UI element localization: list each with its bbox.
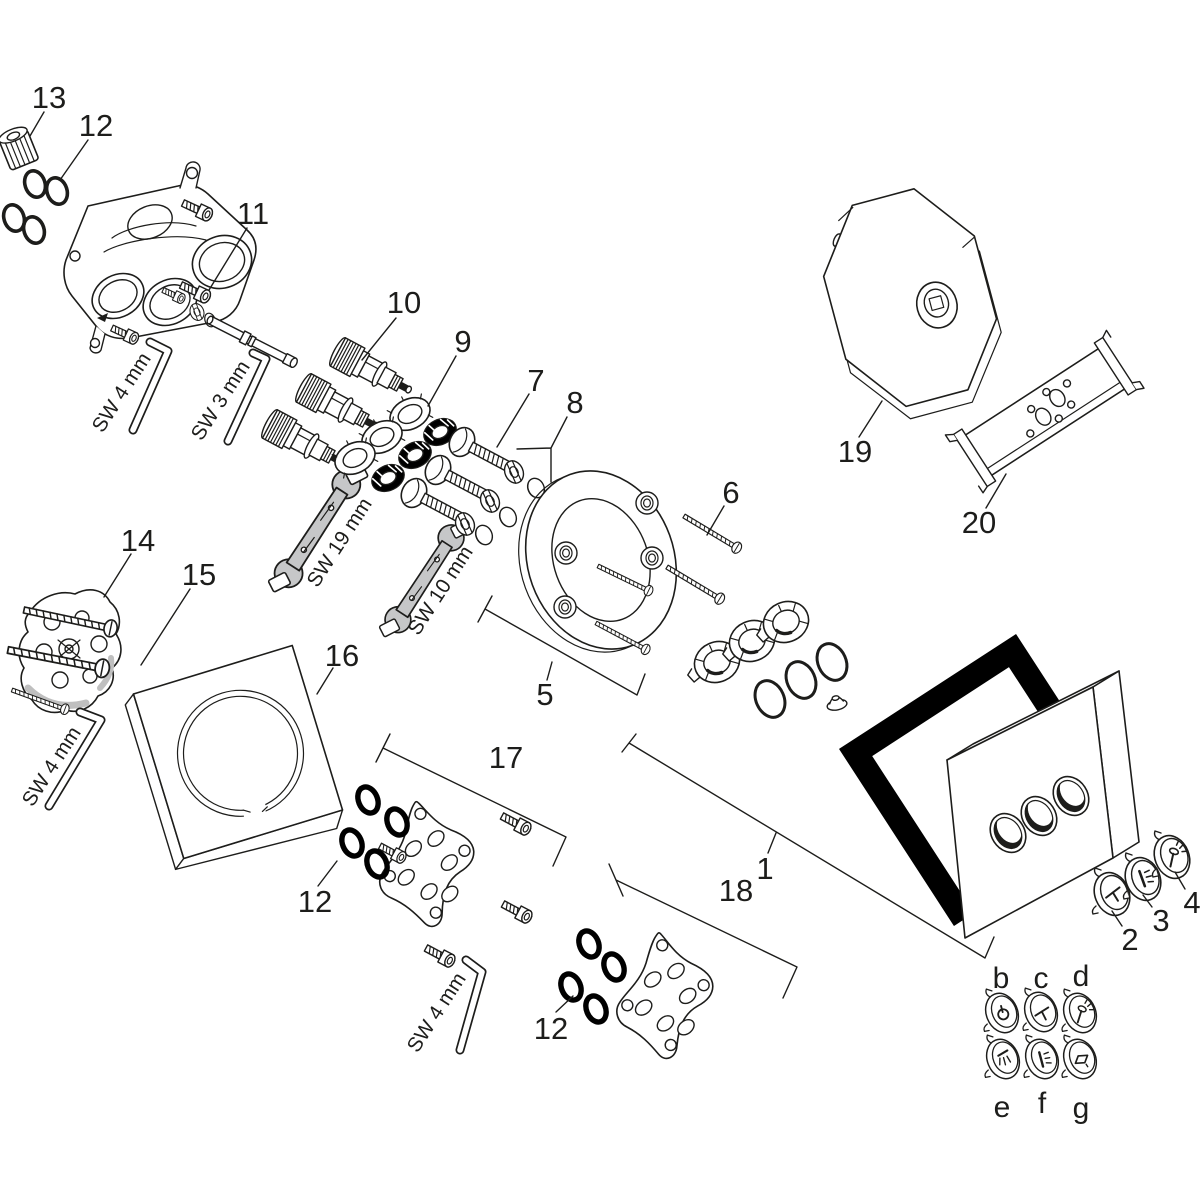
- part-16-grid-plate: [124, 644, 344, 871]
- variant-label-b: b: [993, 962, 1010, 995]
- variant-button-d: [1057, 987, 1103, 1039]
- variant-letters: b c d e f g: [993, 960, 1090, 1125]
- callout-7: 7: [527, 363, 544, 398]
- callout-6: 6: [722, 475, 739, 510]
- part-4-button: [1147, 829, 1197, 885]
- callout-13: 13: [32, 80, 66, 115]
- variant-button-f: [1019, 1033, 1065, 1085]
- variant-label-e: e: [994, 1091, 1011, 1124]
- seal-orings-right: [747, 637, 897, 740]
- callout-2: 2: [1121, 922, 1138, 957]
- callout-9: 9: [454, 324, 471, 359]
- part-17-adapter-plate: [366, 792, 535, 970]
- callout-1: 1: [756, 851, 773, 886]
- part-20-mounting-bracket: [944, 329, 1145, 494]
- variant-label-g: g: [1073, 1092, 1090, 1125]
- callout-8: 8: [566, 385, 583, 420]
- callout-14: 14: [121, 523, 155, 558]
- callout-16: 16: [325, 638, 359, 673]
- part-5-mounting-plate: [518, 470, 678, 657]
- callout-19: 19: [838, 434, 872, 469]
- plate-bosses: [553, 491, 664, 619]
- hex-key-sw4-left: [44, 707, 106, 811]
- callout-12-top: 12: [79, 108, 113, 143]
- lock-rings: [677, 592, 817, 695]
- callout-15: 15: [182, 557, 216, 592]
- callout-labels: 13 12 11 10 9 7 8 6 5 19 20 14 15 16 17 …: [32, 80, 1200, 1046]
- hex-key-sw3: [223, 348, 271, 446]
- callout-5: 5: [536, 677, 553, 712]
- part-19-cover-plate: [822, 188, 1002, 420]
- spindle-rod: [206, 315, 298, 369]
- callout-12-b: 12: [534, 1011, 568, 1046]
- callout-10: 10: [387, 285, 421, 320]
- hex-key-sw4-mid: [455, 955, 487, 1055]
- variant-label-d: d: [1073, 960, 1090, 993]
- callout-3: 3: [1152, 903, 1169, 938]
- callout-18: 18: [719, 873, 753, 908]
- leader-lines: [29, 111, 1186, 1013]
- variant-button-b: [979, 987, 1025, 1039]
- callout-11: 11: [237, 196, 269, 231]
- callout-4: 4: [1183, 885, 1200, 920]
- variant-label-f: f: [1038, 1087, 1047, 1120]
- part-18-adapter-plate: [608, 927, 721, 1064]
- flow-arrow-icon: [97, 313, 108, 322]
- callout-17: 17: [489, 740, 523, 775]
- variant-label-c: c: [1034, 962, 1049, 995]
- variant-button-e: [980, 1033, 1026, 1085]
- part-13-bushing: [0, 126, 39, 171]
- callout-12-a: 12: [298, 884, 332, 919]
- hex-key-sw4-top: [108, 321, 173, 435]
- rough-valve-body: [63, 161, 257, 354]
- variant-button-g: [1057, 1033, 1103, 1085]
- part-1-trim-plate: [946, 670, 1140, 939]
- callout-20: 20: [962, 505, 996, 540]
